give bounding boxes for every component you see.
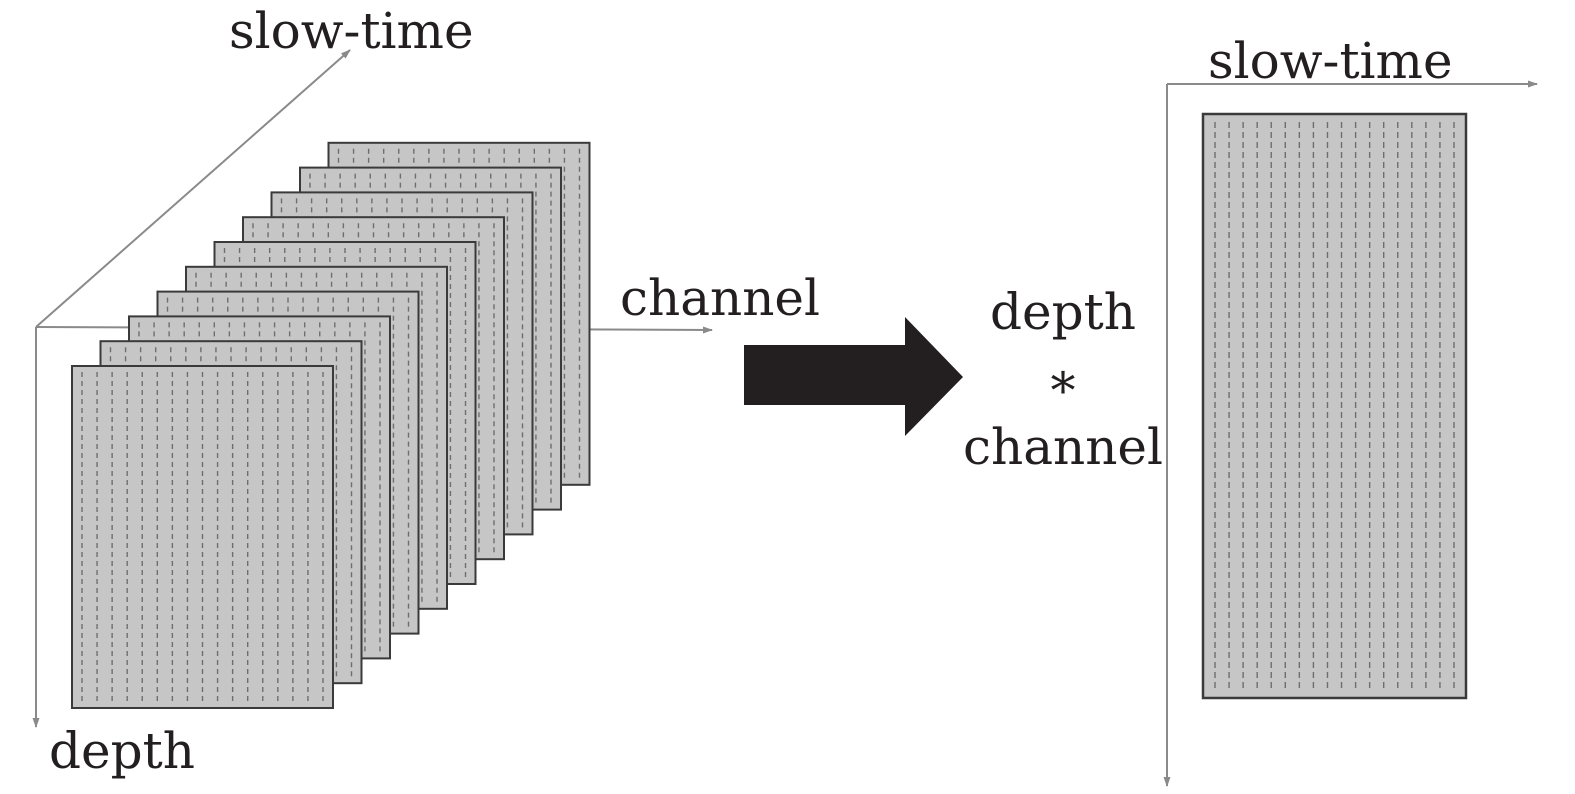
output-axes bbox=[1163, 80, 1538, 787]
output-channel-label: channel bbox=[963, 418, 1163, 476]
output-depth-label: depth bbox=[990, 283, 1136, 341]
input-channel-label: channel bbox=[620, 269, 820, 327]
output-matrix bbox=[1201, 112, 1468, 700]
output-slow-time-label: slow-time bbox=[1208, 32, 1453, 90]
output-multiply-symbol: * bbox=[1050, 362, 1076, 420]
input-frame-stack bbox=[71, 141, 591, 709]
input-depth-label: depth bbox=[49, 722, 195, 780]
right-arrow-icon bbox=[744, 317, 963, 436]
input-slow-time-label: slow-time bbox=[229, 2, 474, 60]
input-frame bbox=[71, 365, 334, 709]
slow-time-axis-arrow bbox=[35, 49, 351, 328]
